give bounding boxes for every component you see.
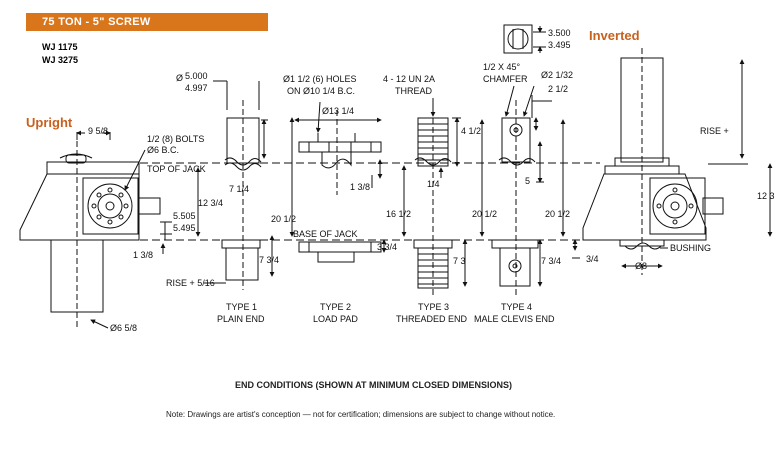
rise-label-right: RISE + bbox=[700, 126, 729, 136]
type3-threaded-end bbox=[401, 98, 468, 295]
dim-1-4: 1/4 bbox=[427, 179, 440, 189]
dia-6-5-8: Ø6 5/8 bbox=[110, 323, 137, 333]
type2-label: TYPE 2 bbox=[320, 302, 351, 312]
holes-label-2: ON Ø10 1/4 B.C. bbox=[287, 86, 355, 96]
dim-20-1-2-c: 20 1/2 bbox=[545, 209, 570, 219]
dim-7-3-4-b: 7 3/4 bbox=[541, 256, 561, 266]
dim-3-3-4: 3 3/4 bbox=[377, 242, 397, 252]
dim-7-3-4-a: 7 3/4 bbox=[259, 255, 279, 265]
bushing-label: BUSHING bbox=[670, 243, 711, 253]
model-number-1: WJ 1175 bbox=[42, 42, 78, 52]
type2-load-pad bbox=[294, 101, 387, 263]
dim-20-1-2-b: 20 1/2 bbox=[472, 209, 497, 219]
rise-label-left: RISE + 5/16 bbox=[166, 278, 215, 288]
dim-12-3: 12 3 bbox=[757, 191, 775, 201]
dim-1-3-8-left: 1 3/8 bbox=[133, 250, 153, 260]
chamfer-label-1: 1/2 X 45° bbox=[483, 62, 521, 72]
thread-label-1: 4 - 12 UN 2A bbox=[383, 74, 435, 84]
dim-20-1-2-a: 20 1/2 bbox=[271, 214, 296, 224]
dim-7-3: 7 3 bbox=[453, 256, 466, 266]
upright-jack bbox=[19, 130, 226, 330]
dia-13-1-4: Ø13 1/4 bbox=[322, 106, 354, 116]
holes-label-1: Ø1 1/2 (6) HOLES bbox=[283, 74, 357, 84]
inverted-jack bbox=[572, 48, 773, 275]
dim-3500: 3.500 bbox=[548, 28, 571, 38]
end-conditions-caption: END CONDITIONS (SHOWN AT MINIMUM CLOSED … bbox=[235, 380, 512, 390]
type4-sublabel: MALE CLEVIS END bbox=[474, 314, 555, 324]
dim-9-5-8: 9 5/8 bbox=[88, 126, 108, 136]
dim-5495: 5.495 bbox=[173, 223, 196, 233]
bolts-label-1: 1/2 (8) BOLTS bbox=[147, 134, 204, 144]
dim-4-1-2: 4 1/2 bbox=[461, 126, 481, 136]
dim-3495: 3.495 bbox=[548, 40, 571, 50]
bolts-label-2: Ø6 B.C. bbox=[147, 145, 179, 155]
dim-12-3-4-left: 12 3/4 bbox=[198, 198, 223, 208]
inverted-title: Inverted bbox=[589, 28, 640, 43]
type1-sublabel: PLAIN END bbox=[217, 314, 265, 324]
type1-label: TYPE 1 bbox=[226, 302, 257, 312]
top-of-jack-label: TOP OF JACK bbox=[147, 164, 206, 174]
dia-8: Ø8 bbox=[635, 261, 647, 271]
dim-5505: 5.505 bbox=[173, 211, 196, 221]
dim-16-1-2: 16 1/2 bbox=[386, 209, 411, 219]
disclaimer-note: Note: Drawings are artist's conception —… bbox=[166, 410, 556, 419]
type3-label: TYPE 3 bbox=[418, 302, 449, 312]
type3-sublabel: THREADED END bbox=[396, 314, 468, 324]
dim-5: 5 bbox=[525, 176, 530, 186]
title-banner: 75 TON - 5" SCREW bbox=[26, 13, 268, 31]
base-of-jack-label: BASE OF JACK bbox=[293, 229, 358, 239]
dia-4997: 4.997 bbox=[185, 83, 208, 93]
model-number-2: WJ 3275 bbox=[42, 55, 79, 65]
dia-2-1-32: Ø2 1/32 bbox=[541, 70, 573, 80]
dia-5000-symbol: Ø bbox=[176, 73, 183, 83]
type1-plain-end bbox=[213, 80, 295, 290]
dim-2-1-2: 2 1/2 bbox=[548, 84, 568, 94]
dim-3-4: 3/4 bbox=[586, 254, 599, 264]
dia-5000: 5.000 bbox=[185, 71, 208, 81]
upright-title: Upright bbox=[26, 115, 73, 130]
thread-label-2: THREAD bbox=[395, 86, 433, 96]
chamfer-label-2: CHAMFER bbox=[483, 74, 528, 84]
type4-clevis-end bbox=[479, 24, 566, 296]
type4-label: TYPE 4 bbox=[501, 302, 532, 312]
type2-sublabel: LOAD PAD bbox=[313, 314, 358, 324]
dim-1-3-8-mid: 1 3/8 bbox=[350, 182, 370, 192]
dim-7-1-4: 7 1/4 bbox=[229, 184, 249, 194]
